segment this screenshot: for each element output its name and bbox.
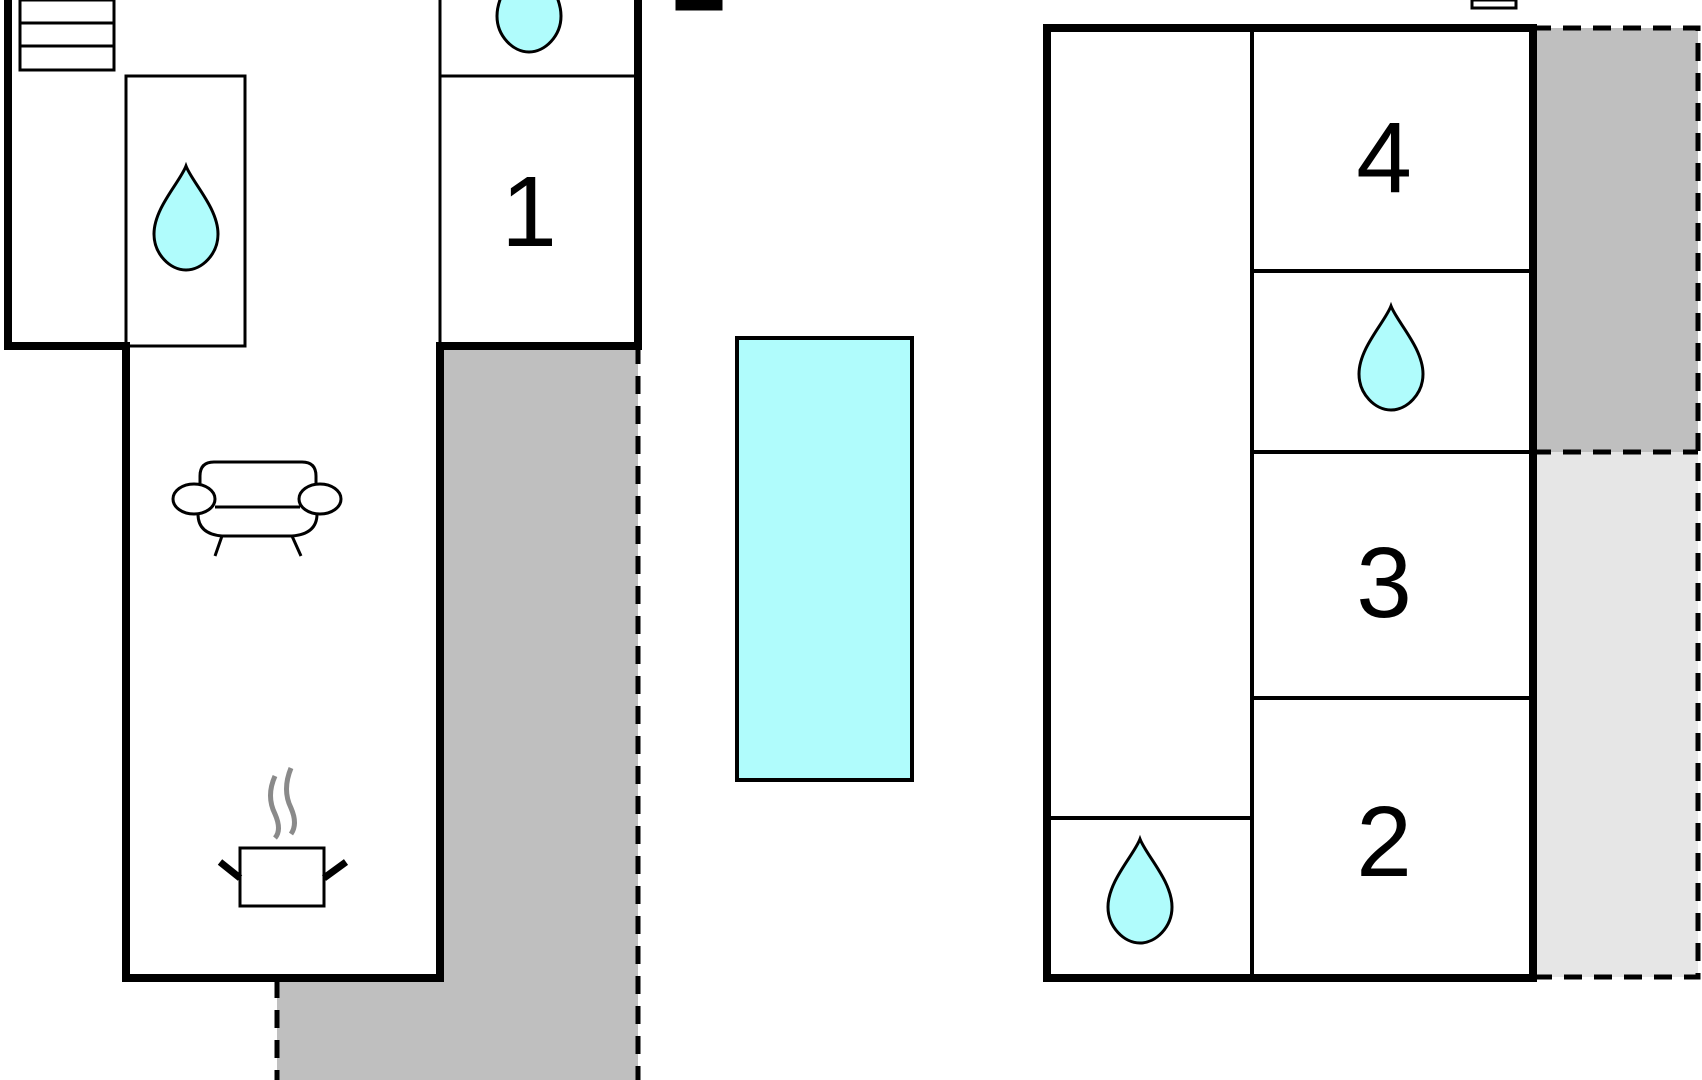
left-building	[4, 0, 723, 982]
sofa-icon	[171, 460, 343, 557]
bathroom-left-box	[124, 74, 247, 348]
top-small-stub	[1470, 0, 1518, 10]
water-drop-icon	[1106, 837, 1174, 945]
water-drop-icon	[152, 164, 220, 272]
water-drop-icon	[495, 0, 563, 54]
terrace-right-dashed-edge	[1533, 25, 1701, 980]
terrace-left	[277, 346, 638, 1080]
left-building-outer-walls	[4, 0, 642, 982]
room-number-2: 2	[1356, 786, 1412, 898]
water-drop-icon	[1357, 304, 1425, 412]
stairs-icon	[18, 0, 116, 72]
room-number-1: 1	[501, 156, 557, 268]
cooking-pot-icon	[217, 767, 349, 908]
lawn-right	[1533, 452, 1698, 977]
room-number-3: 3	[1356, 527, 1412, 639]
outdoor-areas	[274, 25, 1701, 1080]
right-building-outer-walls	[1043, 24, 1537, 982]
swimming-pool	[735, 336, 914, 782]
room-number-4: 4	[1356, 102, 1412, 214]
top-wall-stub	[675, 0, 723, 11]
right-building	[1043, 0, 1537, 982]
terrace-left-dashed-edge	[274, 346, 641, 1080]
terrace-right	[1533, 28, 1698, 452]
